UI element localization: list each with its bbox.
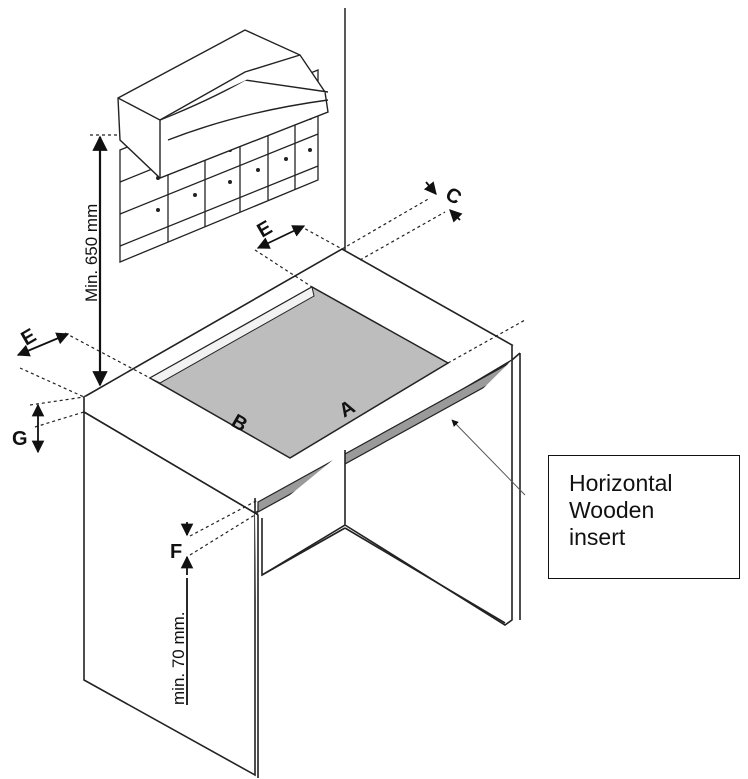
callout-line-2: Wooden (569, 497, 655, 523)
wooden-insert-callout: Horizontal Wooden insert (548, 455, 740, 579)
hood-height-dimension (90, 134, 118, 387)
dimension-arrows (16, 181, 463, 705)
label-c: C (442, 183, 466, 209)
callout-line-3: insert (569, 524, 626, 550)
dimension-lines (19, 197, 526, 556)
insert-leader-line (451, 419, 526, 496)
callout-line-1: Horizontal (569, 470, 673, 496)
label-e-right: E (254, 217, 277, 243)
label-f: F (170, 541, 182, 563)
cabinet (83, 352, 521, 778)
hood-height-label: Min. 650 mm (82, 204, 101, 302)
range-hood (117, 29, 329, 179)
label-g: G (12, 428, 28, 450)
insert-height-label: min. 70 mm. (169, 611, 188, 705)
